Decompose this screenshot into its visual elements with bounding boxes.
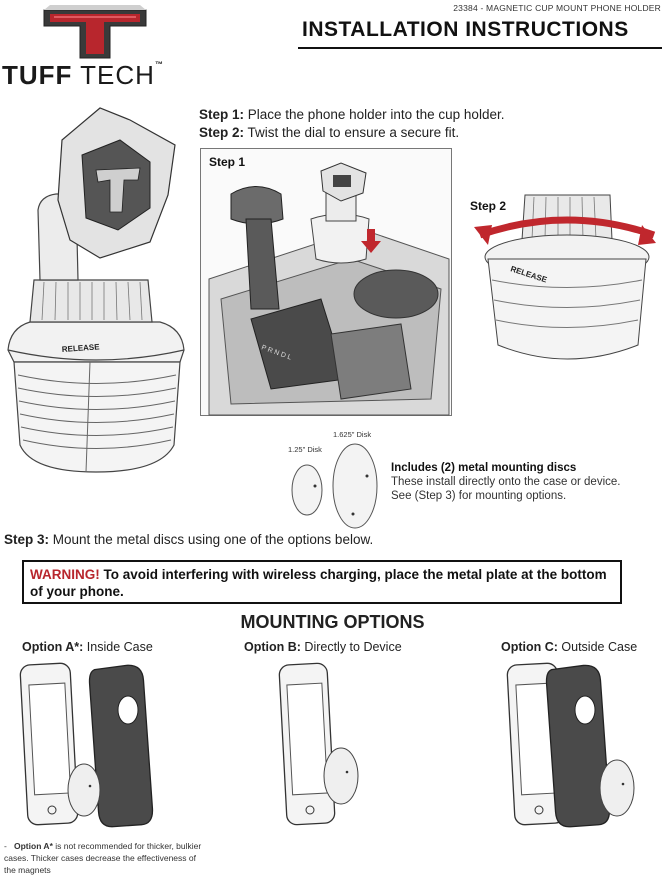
disc-heading-text: Includes (2) metal mounting discs: [391, 462, 577, 474]
small-disc: [291, 464, 323, 516]
option-a-desc: Inside Case: [83, 640, 153, 654]
footnote: -Option A* is not recommended for thicke…: [4, 840, 204, 876]
document-id: 23384 - MAGNETIC CUP MOUNT PHONE HOLDER: [453, 3, 661, 13]
step3-label: Step 3:: [4, 532, 50, 547]
step1-instruction: Step 1: Place the phone holder into the …: [199, 107, 504, 122]
large-disc: [332, 443, 378, 529]
mounting-options-title: MOUNTING OPTIONS: [240, 612, 425, 632]
option-b-label: Option B: Directly to Device: [244, 640, 402, 654]
step2-figure: RELEASE: [470, 194, 660, 375]
option-b-name: Option B:: [244, 640, 301, 654]
option-b-illustration: [275, 660, 375, 835]
footnote-bullet: -: [4, 841, 7, 851]
warning-prefix: WARNING!: [30, 567, 100, 582]
release-label: RELEASE: [62, 342, 101, 354]
cup-mount-illustration: RELEASE: [0, 100, 195, 480]
option-b-desc: Directly to Device: [300, 640, 402, 654]
step1-caption: Step 1: [209, 155, 246, 169]
option-c-name: Option C:: [501, 640, 558, 654]
footnote-text: is not recommended for thicker, bulkier …: [4, 841, 202, 875]
option-c-desc: Outside Case: [557, 640, 638, 654]
disc-heading: Includes (2) metal mounting discs: [391, 461, 620, 475]
brand-tuff: TUFF: [2, 60, 73, 90]
step1-figure: Step 1 P R N D L: [200, 148, 452, 416]
step3-text: Mount the metal discs using one of the o…: [49, 532, 374, 547]
step1-label: Step 1:: [199, 107, 245, 122]
page-title: INSTALLATION INSTRUCTIONS: [302, 18, 629, 41]
option-c-illustration: [505, 660, 645, 835]
step2-caption: Step 2: [470, 199, 507, 213]
step2-text: Twist the dial to ensure a secure fit.: [244, 125, 460, 140]
warning-text: WARNING! To avoid interfering with wirel…: [30, 566, 614, 600]
step1-text: Place the phone holder into the cup hold…: [244, 107, 505, 122]
brand-tech: TECH: [72, 60, 155, 90]
trademark-symbol: ™: [154, 60, 164, 69]
option-a-name: Option A*:: [22, 640, 84, 654]
title-underline: [298, 47, 662, 49]
disc-line2: See (Step 3) for mounting options.: [391, 490, 567, 502]
tufftech-logo: [8, 4, 188, 96]
option-a-illustration: [19, 660, 160, 835]
disc-line1: These install directly onto the case or …: [391, 476, 621, 488]
disc-description: Includes (2) metal mounting discs These …: [391, 461, 620, 503]
brand-wordmark: TUFF TECH™: [2, 60, 164, 91]
large-disc-label: 1.625" Disk: [333, 430, 372, 439]
footnote-bold: Option A*: [14, 841, 53, 851]
disc-illustration: 1.25" Disk 1.625" Disk: [285, 428, 385, 538]
option-c-label: Option C: Outside Case: [501, 640, 637, 654]
warning-message: To avoid interfering with wireless charg…: [30, 567, 607, 599]
step2-label: Step 2:: [199, 125, 245, 140]
small-disc-label: 1.25" Disk: [288, 445, 322, 454]
warning-box: [22, 560, 622, 604]
option-a-label: Option A*: Inside Case: [22, 640, 153, 654]
step2-instruction: Step 2: Twist the dial to ensure a secur…: [199, 125, 459, 140]
step3-instruction: Step 3: Mount the metal discs using one …: [4, 532, 373, 547]
